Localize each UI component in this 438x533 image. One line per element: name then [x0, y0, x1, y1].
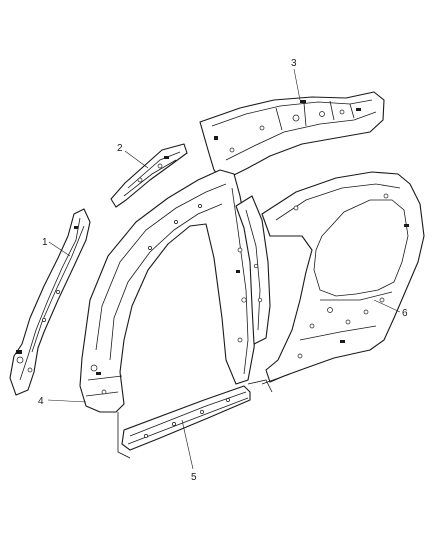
- b-pillar-section: [235, 195, 271, 345]
- part-3-roof-rail: [199, 91, 385, 181]
- leader-lines: [47, 68, 401, 470]
- callout-1: 1: [42, 237, 48, 248]
- leader-1: [48, 241, 71, 257]
- lower-aperture-flange: [117, 373, 291, 459]
- callout-4: 4: [38, 396, 44, 407]
- leader-2: [124, 150, 149, 169]
- callout-3: 3: [291, 58, 297, 69]
- part-6-quarter-panel-inner: [261, 171, 425, 383]
- leader-3: [293, 68, 301, 101]
- part-1-a-pillar-reinforcement: [9, 208, 91, 396]
- leader-4: [47, 399, 87, 403]
- part-5-sill-panel: [121, 385, 251, 451]
- callout-2: 2: [117, 143, 123, 154]
- callout-6: 6: [402, 308, 408, 319]
- part-2-bracket: [110, 143, 188, 208]
- callout-5: 5: [191, 472, 197, 483]
- callout-labels: 1 2 3 4 5 6: [38, 58, 408, 483]
- leader-5: [181, 419, 194, 470]
- leader-6: [373, 299, 401, 313]
- part-4-body-side-aperture: [79, 169, 259, 413]
